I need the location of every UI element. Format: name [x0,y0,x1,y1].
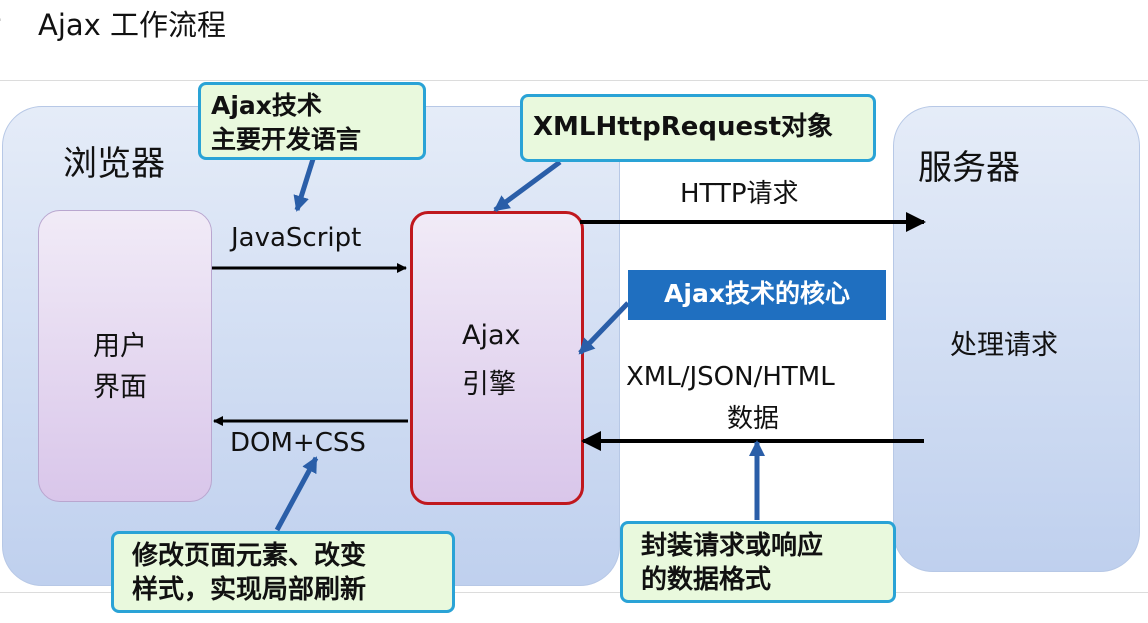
top-divider [0,80,1148,81]
xhr-object-pointer [493,159,562,213]
domcss-label: DOM+CSS [230,428,366,458]
encapsulate-callout: 封装请求或响应 的数据格式 [620,521,896,603]
encapsulate-line1: 封装请求或响应 [641,531,824,561]
tech-language-pointer [293,158,316,212]
bottom-divider [0,592,1148,593]
ajax-engine-line2: 引擎 [462,369,516,400]
heading-bullet: · [0,8,2,32]
dom-update-line1: 修改页面元素、改变 [132,541,367,571]
ajax-engine-box [410,211,584,505]
server-process-label: 处理请求 [950,330,1058,361]
response-label-line1: XML/JSON/HTML [626,362,835,392]
tech-language-callout: Ajax技术 主要开发语言 [198,82,426,160]
dom-update-callout: 修改页面元素、改变 样式，实现局部刷新 [111,531,455,613]
dom-update-line2: 样式，实现局部刷新 [132,575,367,605]
core-text: Ajax技术的核心 [664,279,850,308]
user-interface-line2: 界面 [93,372,147,403]
core-pointer [578,301,630,355]
encapsulate-line2: 的数据格式 [641,565,772,595]
ajax-engine-line1: Ajax [462,320,521,351]
section-heading: · Ajax 工作流程 [0,0,1148,44]
page-title: Ajax 工作流程 [38,8,227,42]
user-interface-box [38,210,212,502]
user-interface-line1: 用户 [93,331,147,362]
http-request-label: HTTP请求 [680,179,799,209]
tech-language-line2: 主要开发语言 [211,125,362,154]
core-callout: Ajax技术的核心 [628,270,886,320]
ajax-workflow-diagram: 浏览器 服务器 处理请求 用户 界面 Ajax 引擎 JavaScript DO… [0,80,1148,613]
response-label-line2: 数据 [727,404,780,434]
xhr-object-callout: XMLHttpRequest对象 [520,94,876,162]
server-label: 服务器 [918,148,1020,188]
browser-label: 浏览器 [63,144,165,184]
server-panel [893,106,1140,572]
tech-language-line1: Ajax技术 [211,91,322,120]
dom-update-pointer [274,456,319,532]
javascript-label: JavaScript [231,223,362,253]
flow-arrows [212,158,926,532]
xhr-object-text: XMLHttpRequest对象 [533,112,834,142]
